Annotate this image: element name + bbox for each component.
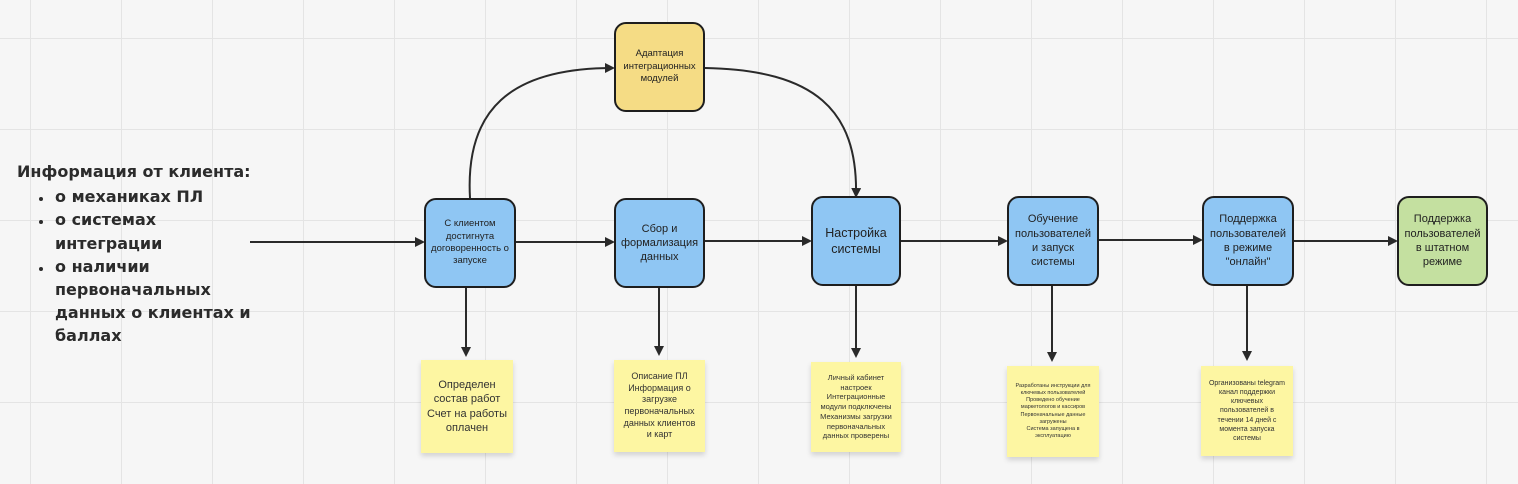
node-data-collection-label: Сбор и формализация данных	[620, 222, 699, 264]
client-info-item: о системах интеграции	[53, 208, 257, 254]
sticky-note-cabinet-text: Личный кабинет настроек Интеграционные м…	[820, 372, 892, 441]
sticky-note-instructions-text: Разработаны инструкции для ключевых поль…	[1015, 382, 1091, 439]
client-info-title: Информация от клиента:	[17, 162, 251, 181]
node-agreement[interactable]: С клиентом достигнута договоренность о з…	[424, 198, 516, 288]
node-support-regular[interactable]: Поддержка пользователей в штатном режиме	[1397, 196, 1488, 286]
sticky-note-telegram-text: Организованы telegram канал поддержки кл…	[1208, 380, 1286, 442]
sticky-note-cabinet[interactable]: Личный кабинет настроек Интеграционные м…	[811, 362, 901, 452]
arrow-agreement-to-adaptation	[468, 63, 615, 199]
sticky-note-instructions[interactable]: Разработаны инструкции для ключевых поль…	[1007, 366, 1099, 457]
sticky-note-scope[interactable]: Определен состав работ Счет на работы оп…	[421, 360, 513, 453]
node-adaptation[interactable]: Адаптация интеграционных модулей	[614, 22, 705, 112]
client-info-list: о механиках ПЛ о системах интеграции о н…	[17, 185, 257, 347]
client-info-item: о наличии первоначальных данных о клиент…	[53, 255, 257, 348]
arrow-adaptation-to-setup	[704, 67, 862, 198]
node-agreement-label: С клиентом достигнута договоренность о з…	[431, 218, 509, 267]
node-support-online[interactable]: Поддержка пользователей в режиме "онлайн…	[1202, 196, 1294, 286]
node-adaptation-label: Адаптация интеграционных модулей	[623, 48, 696, 85]
node-training-label: Обучение пользователей и запуск системы	[1015, 213, 1091, 269]
client-info-item: о механиках ПЛ	[53, 185, 257, 208]
sticky-note-description-text: Описание ПЛ Информация о загрузке первон…	[623, 370, 696, 440]
node-data-collection[interactable]: Сбор и формализация данных	[614, 198, 705, 288]
node-setup-label: Настройка системы	[825, 225, 887, 256]
sticky-note-description[interactable]: Описание ПЛ Информация о загрузке первон…	[614, 360, 705, 452]
node-setup[interactable]: Настройка системы	[811, 196, 901, 286]
sticky-note-scope-text: Определен состав работ Счет на работы оп…	[427, 378, 508, 434]
client-info-block: Информация от клиента: о механиках ПЛ о …	[17, 160, 257, 348]
node-training[interactable]: Обучение пользователей и запуск системы	[1007, 196, 1099, 286]
sticky-note-telegram[interactable]: Организованы telegram канал поддержки кл…	[1201, 366, 1293, 456]
node-support-online-label: Поддержка пользователей в режиме "онлайн…	[1210, 213, 1286, 269]
node-support-regular-label: Поддержка пользователей в штатном режиме	[1404, 213, 1481, 269]
